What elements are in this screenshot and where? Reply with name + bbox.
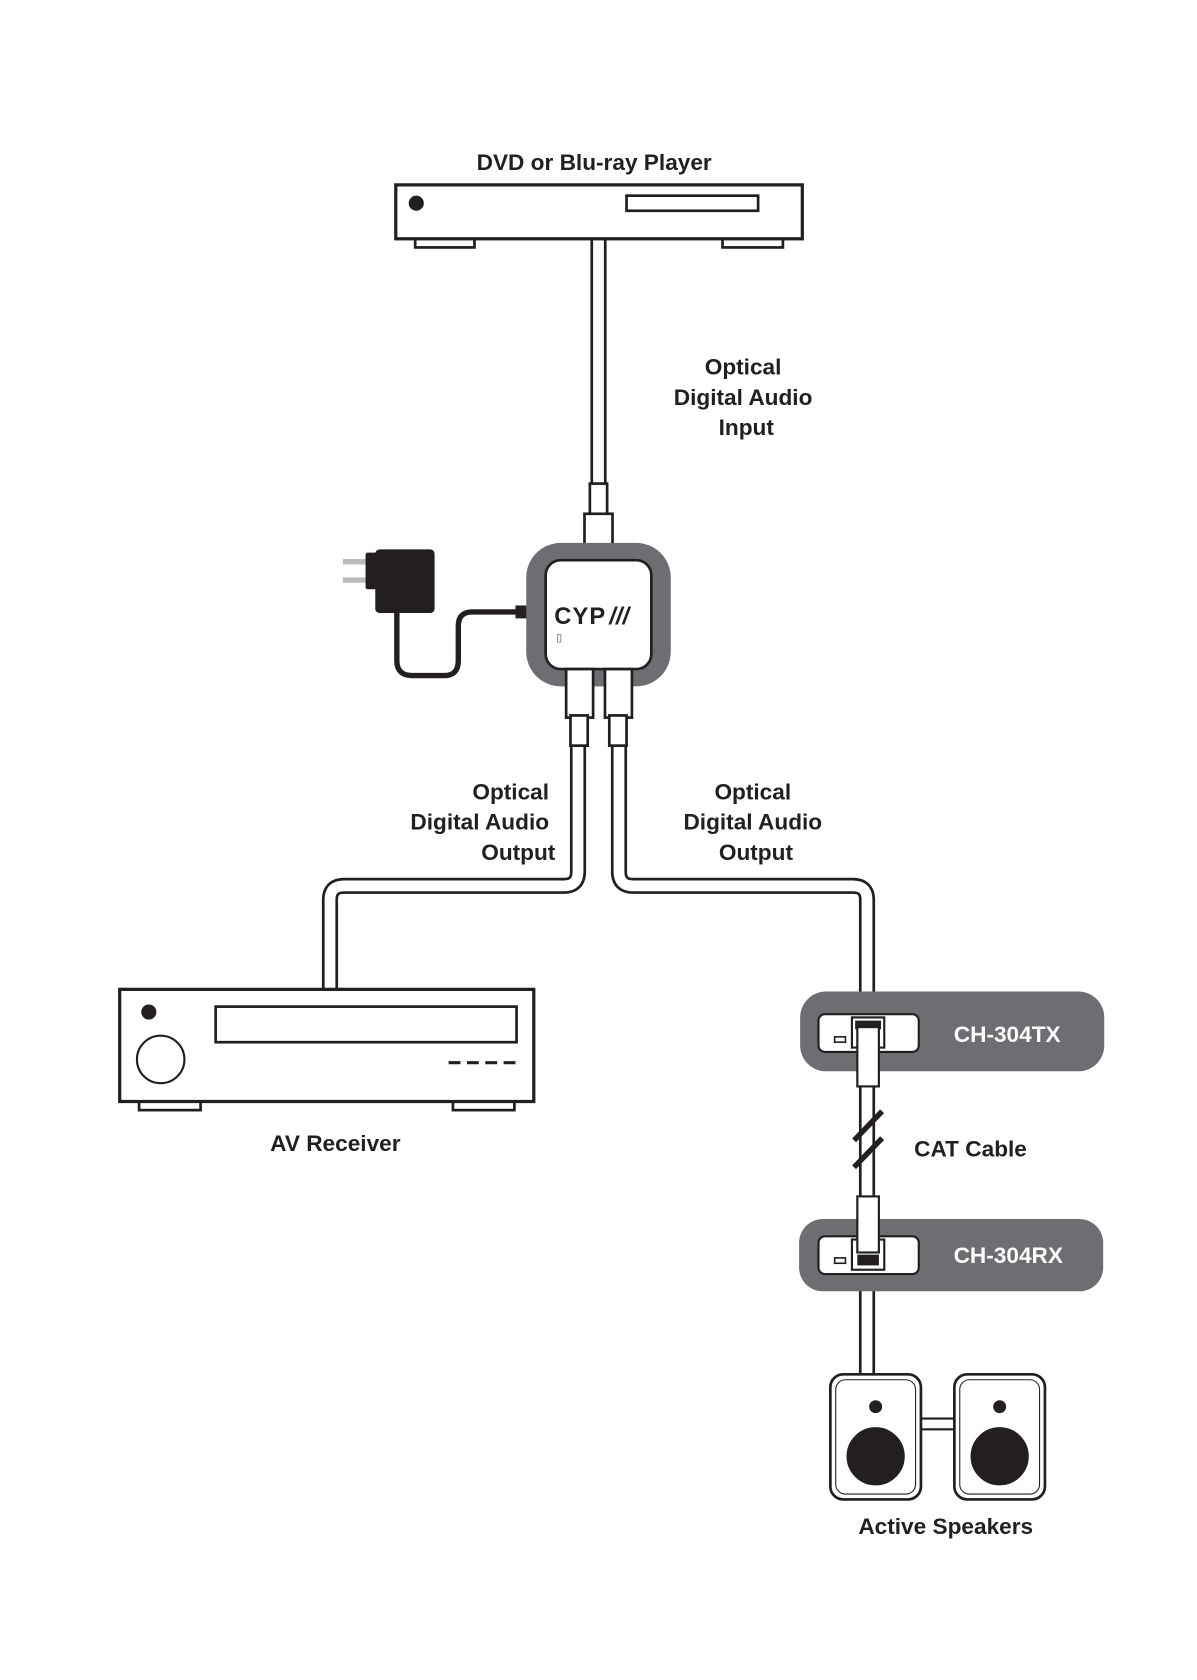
speakers-label: Active Speakers [858, 1514, 1033, 1539]
receiver-label: CH-304RX [954, 1243, 1063, 1268]
cyp-logo: CYP [554, 604, 606, 630]
receiver-device: CH-304RX [799, 1195, 1104, 1292]
av-receiver-label: AV Receiver [270, 1131, 401, 1156]
transmitter-label: CH-304TX [954, 1022, 1061, 1047]
power-adapter-icon [342, 549, 545, 679]
transmitter-device: CH-304TX [800, 991, 1105, 1088]
dvd-player-label: DVD or Blu-ray Player [477, 150, 712, 175]
optical-connectors-output [564, 667, 634, 747]
av-receiver-icon [118, 987, 536, 1112]
output-right-label: Optical Digital Audio Output [683, 780, 828, 865]
active-speakers-icon [829, 1372, 1047, 1501]
cat-cable-label: CAT Cable [914, 1137, 1027, 1162]
dvd-player-icon [394, 183, 804, 249]
logo-slashes-icon: /// [608, 604, 631, 630]
cables [321, 238, 885, 1377]
output-left-label: Optical Digital Audio Output [410, 780, 555, 865]
cable-break-icon [852, 1109, 885, 1170]
input-label: Optical Digital Audio Input [674, 355, 819, 440]
optical-splitter: CYP /// [526, 542, 671, 687]
